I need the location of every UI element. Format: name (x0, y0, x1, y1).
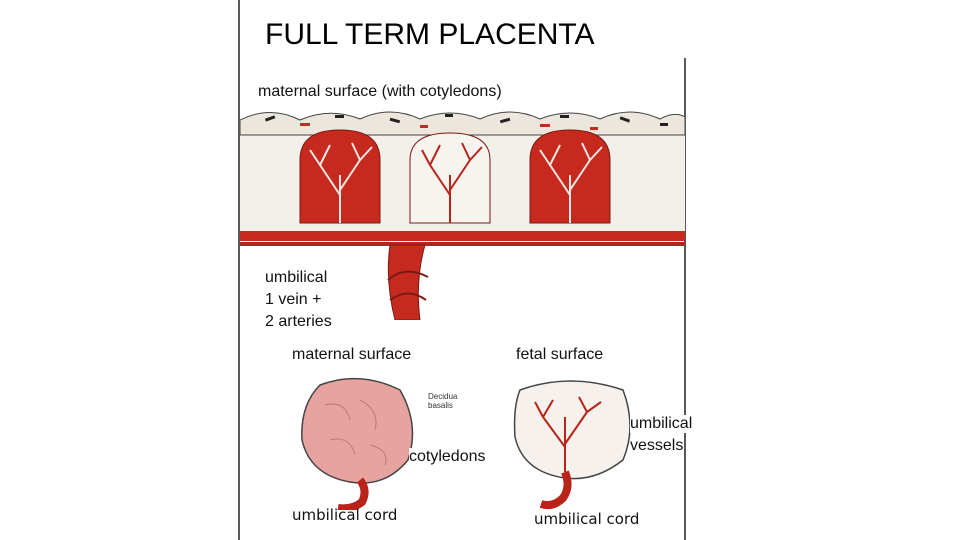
maternal-surface-cotyledons-label: maternal surface (with cotyledons) (258, 83, 502, 100)
fetal-surface-illustration (513, 380, 631, 510)
cotyledons-label: cotyledons (409, 448, 486, 466)
maternal-surface-illustration (301, 377, 414, 510)
umbilical-cord-label-left: umbilical cord (292, 506, 398, 524)
umbilical-cord-label-right: umbilical cord (534, 510, 640, 528)
page-title: FULL TERM PLACENTA (265, 18, 595, 51)
umbilical-vessels-label-line2: vessels (630, 437, 684, 455)
placenta-cross-section (240, 111, 685, 320)
umbilical-label-line3: 2 arteries (265, 313, 332, 331)
umbilical-label-line1: umbilical (265, 269, 328, 287)
decidua-label-2: basalis (428, 401, 453, 410)
umbilical-vessels-label-line1: umbilical (630, 415, 693, 433)
fetal-surface-label: fetal surface (516, 346, 604, 363)
maternal-surface-label: maternal surface (292, 346, 412, 363)
umbilical-label-line2: 1 vein + (265, 291, 322, 309)
decidua-label-1: Decidua (428, 392, 458, 401)
